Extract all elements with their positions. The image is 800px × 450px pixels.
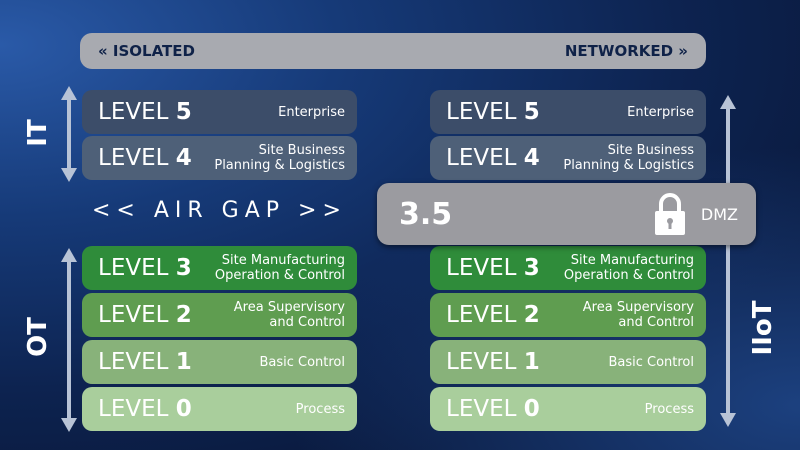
level-number: 3 bbox=[175, 255, 192, 281]
level-desc-line1: Site Manufacturing bbox=[221, 253, 345, 268]
level-name: LEVEL 0 bbox=[98, 396, 192, 422]
level-description: Enterprise bbox=[278, 105, 345, 120]
left-level-5-box: LEVEL 5 Enterprise bbox=[82, 90, 357, 134]
level-name: LEVEL 2 bbox=[446, 302, 540, 328]
level-number: 1 bbox=[523, 349, 540, 375]
level-number: 0 bbox=[523, 396, 540, 422]
right-level-1-box: LEVEL 1 Basic Control bbox=[430, 340, 706, 384]
level-prefix: LEVEL bbox=[98, 145, 169, 171]
level-desc-line2: and Control bbox=[618, 315, 694, 330]
level-number: 3 bbox=[523, 255, 540, 281]
isolated-label: « ISOLATED bbox=[98, 42, 195, 60]
level-desc-line2: and Control bbox=[269, 315, 345, 330]
dmz-level: 3.5 bbox=[399, 196, 453, 232]
level-prefix: LEVEL bbox=[98, 302, 169, 328]
level-prefix: LEVEL bbox=[98, 99, 169, 125]
dmz-box: 3.5 DMZ bbox=[377, 183, 756, 245]
level-desc-line1: Process bbox=[295, 401, 345, 417]
right-level-5-box: LEVEL 5 Enterprise bbox=[430, 90, 706, 134]
level-name: LEVEL 5 bbox=[446, 99, 540, 125]
dmz-label: DMZ bbox=[700, 204, 738, 224]
level-desc-line1: Site Manufacturing bbox=[570, 253, 694, 268]
level-number: 2 bbox=[175, 302, 192, 328]
level-desc-line1: Area Supervisory bbox=[233, 300, 345, 315]
level-prefix: LEVEL bbox=[446, 349, 517, 375]
level-name: LEVEL 4 bbox=[98, 145, 192, 171]
it-double-arrow-icon bbox=[61, 86, 77, 182]
level-prefix: LEVEL bbox=[98, 349, 169, 375]
level-description: Enterprise bbox=[627, 105, 694, 120]
level-description: Basic Control bbox=[608, 355, 694, 370]
level-name: LEVEL 3 bbox=[446, 255, 540, 281]
level-prefix: LEVEL bbox=[98, 396, 169, 422]
air-gap-label: << AIR GAP >> bbox=[92, 198, 347, 223]
ot-label: OT bbox=[23, 317, 53, 357]
level-desc-line2: Operation & Control bbox=[563, 268, 694, 283]
level-description: Process bbox=[645, 402, 694, 417]
level-number: 4 bbox=[175, 145, 192, 171]
level-number: 0 bbox=[175, 396, 192, 422]
level-prefix: LEVEL bbox=[446, 255, 517, 281]
level-prefix: LEVEL bbox=[446, 396, 517, 422]
level-name: LEVEL 4 bbox=[446, 145, 540, 171]
level-desc-line1: Enterprise bbox=[278, 104, 345, 120]
level-desc-line1: Basic Control bbox=[259, 354, 345, 370]
level-desc-line1: Process bbox=[644, 401, 694, 417]
level-desc-line1: Site Business bbox=[607, 143, 694, 158]
level-desc-line1: Enterprise bbox=[627, 104, 694, 120]
level-name: LEVEL 0 bbox=[446, 396, 540, 422]
level-prefix: LEVEL bbox=[98, 255, 169, 281]
level-name: LEVEL 1 bbox=[98, 349, 192, 375]
level-number: 1 bbox=[175, 349, 192, 375]
left-level-0-box: LEVEL 0 Process bbox=[82, 387, 357, 431]
level-desc-line2: Operation & Control bbox=[214, 268, 345, 283]
level-number: 5 bbox=[175, 99, 192, 125]
level-desc-line2: Planning & Logistics bbox=[563, 158, 694, 173]
level-prefix: LEVEL bbox=[446, 145, 517, 171]
level-number: 4 bbox=[523, 145, 540, 171]
level-description: Basic Control bbox=[259, 355, 345, 370]
iiot-label: IIoT bbox=[748, 300, 778, 356]
level-prefix: LEVEL bbox=[446, 99, 517, 125]
level-desc-line1: Area Supervisory bbox=[582, 300, 694, 315]
level-name: LEVEL 1 bbox=[446, 349, 540, 375]
right-level-0-box: LEVEL 0 Process bbox=[430, 387, 706, 431]
level-name: LEVEL 5 bbox=[98, 99, 192, 125]
level-description: Process bbox=[296, 402, 345, 417]
level-name: LEVEL 3 bbox=[98, 255, 192, 281]
level-name: LEVEL 2 bbox=[98, 302, 192, 328]
networked-label: NETWORKED » bbox=[564, 42, 688, 60]
lock-icon bbox=[654, 193, 685, 235]
level-desc-line1: Basic Control bbox=[608, 354, 694, 370]
level-prefix: LEVEL bbox=[446, 302, 517, 328]
level-desc-line2: Planning & Logistics bbox=[214, 158, 345, 173]
isolated-networked-bar: « ISOLATED NETWORKED » bbox=[80, 33, 706, 69]
left-level-1-box: LEVEL 1 Basic Control bbox=[82, 340, 357, 384]
level-number: 5 bbox=[523, 99, 540, 125]
level-desc-line1: Site Business bbox=[258, 143, 345, 158]
ot-double-arrow-icon bbox=[61, 248, 77, 432]
it-label: IT bbox=[23, 119, 53, 147]
level-number: 2 bbox=[523, 302, 540, 328]
iiot-double-arrow-icon bbox=[720, 95, 736, 427]
